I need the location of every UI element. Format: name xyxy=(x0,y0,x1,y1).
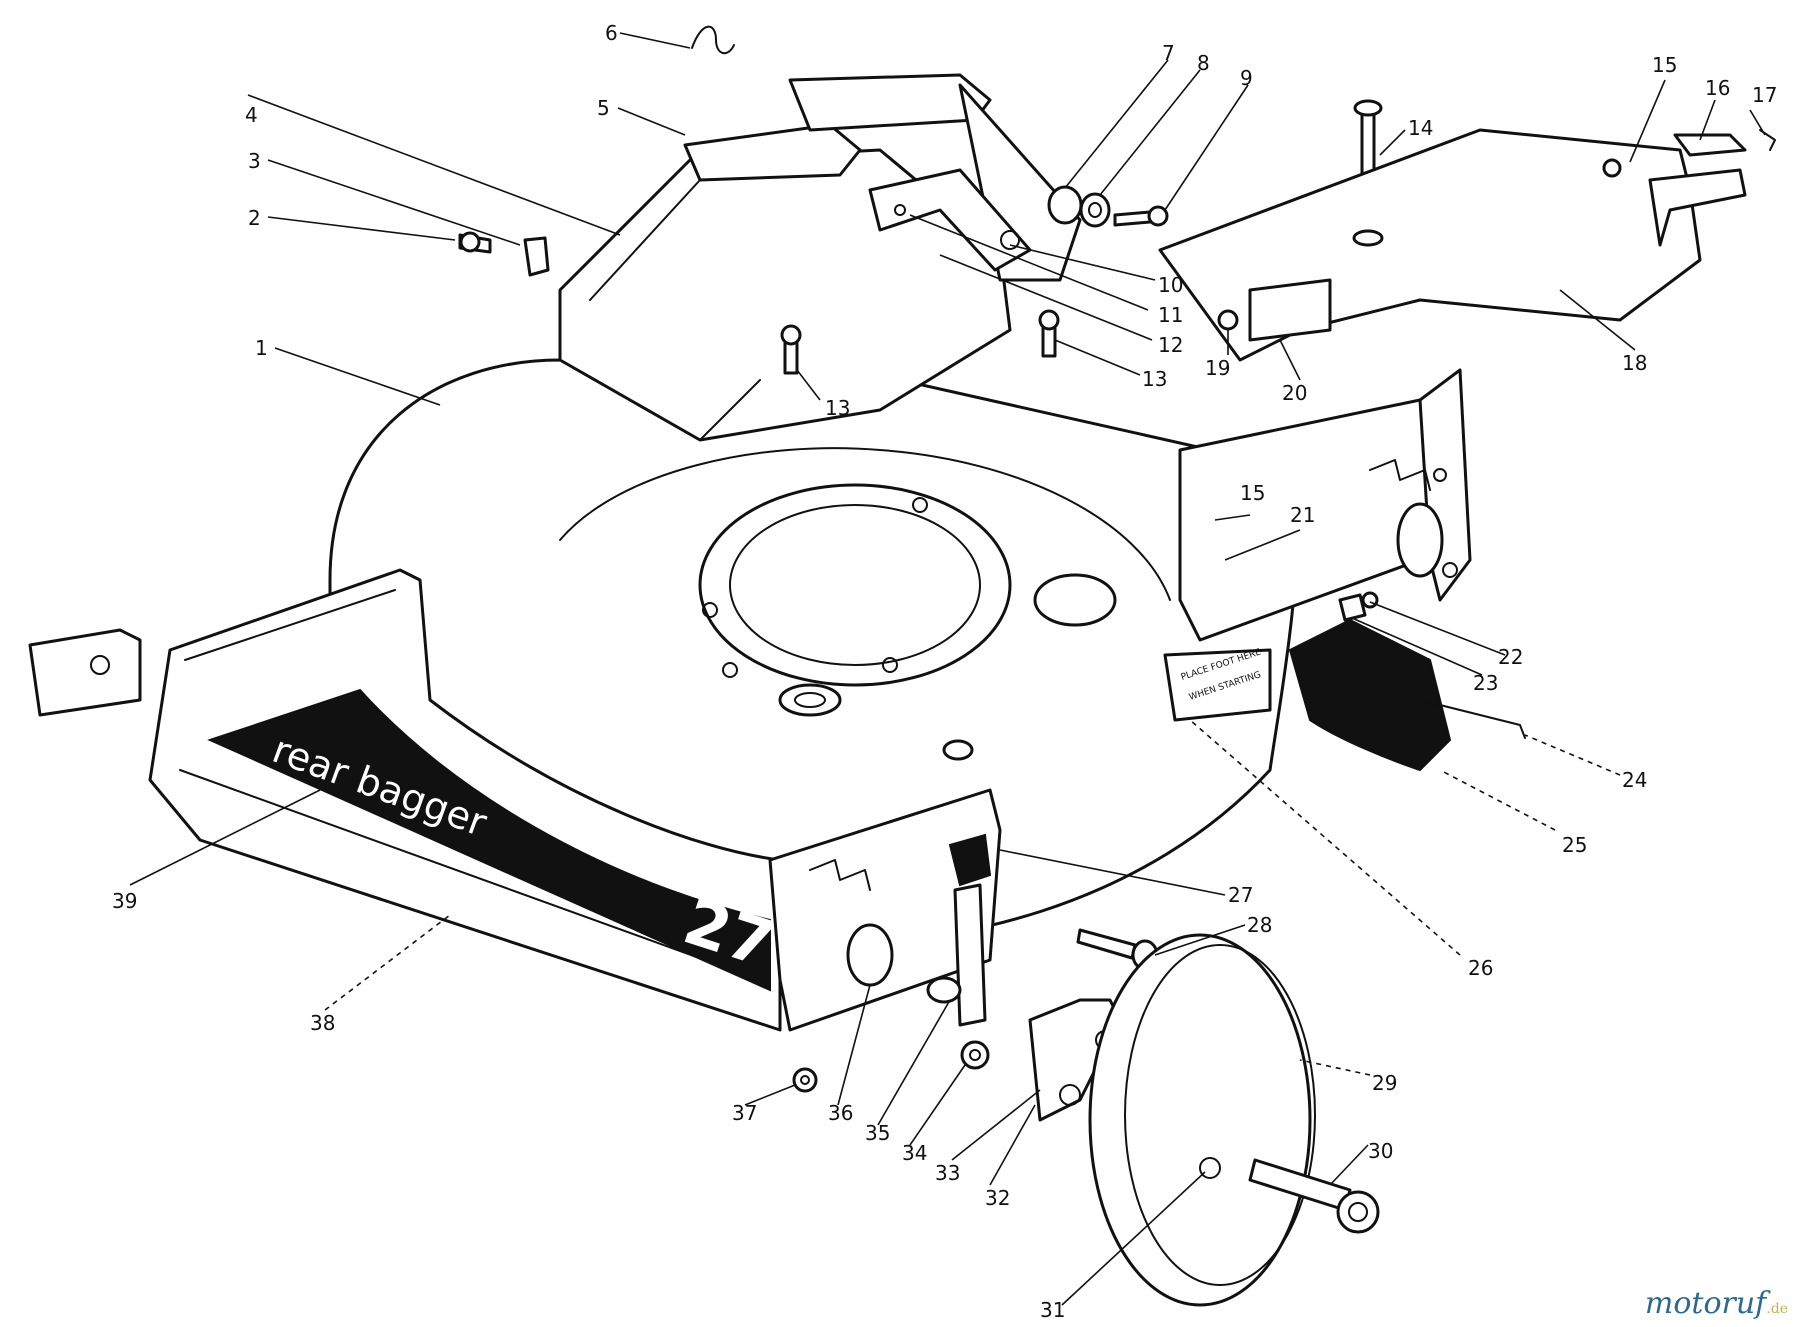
callout-16: 16 xyxy=(1705,76,1730,100)
callout-27: 27 xyxy=(1228,883,1253,907)
callout-35: 35 xyxy=(865,1121,890,1145)
callout-13b: 13 xyxy=(825,396,850,420)
callout-28: 28 xyxy=(1247,913,1272,937)
callout-4: 4 xyxy=(245,103,258,127)
callout-33: 33 xyxy=(935,1161,960,1185)
callout-31: 31 xyxy=(1040,1298,1065,1322)
callout-2: 2 xyxy=(248,206,261,230)
hinge-plate xyxy=(868,168,1032,272)
callout-30: 30 xyxy=(1368,1139,1393,1163)
callout-3: 3 xyxy=(248,149,261,173)
callout-numbers: 1 2 3 4 5 6 7 8 9 10 11 12 13 13 14 15 1… xyxy=(112,21,1777,1322)
callout-26: 26 xyxy=(1468,956,1493,980)
rear-wheel xyxy=(1088,933,1316,1307)
callout-9: 9 xyxy=(1240,66,1253,90)
watermark-text: motoruf xyxy=(1644,1286,1767,1321)
leader-lines xyxy=(129,32,1766,1306)
callout-39: 39 xyxy=(112,889,137,913)
front-height-adjuster xyxy=(768,788,1002,1032)
callout-38: 38 xyxy=(310,1011,335,1035)
callout-6: 6 xyxy=(605,21,618,45)
right-side-frame xyxy=(1178,368,1472,642)
axle-bolt xyxy=(1248,1158,1380,1234)
callout-10: 10 xyxy=(1158,273,1183,297)
callout-29: 29 xyxy=(1372,1071,1397,1095)
callout-15a: 15 xyxy=(1652,53,1677,77)
callout-21: 21 xyxy=(1290,503,1315,527)
callout-18: 18 xyxy=(1622,351,1647,375)
watermark-suffix: .de xyxy=(1766,1301,1788,1317)
callout-24: 24 xyxy=(1622,768,1647,792)
callout-25: 25 xyxy=(1562,833,1587,857)
callout-15b: 15 xyxy=(1240,481,1265,505)
callout-11: 11 xyxy=(1158,303,1183,327)
callout-13a: 13 xyxy=(1142,367,1167,391)
callout-20: 20 xyxy=(1282,381,1307,405)
callout-34: 34 xyxy=(902,1141,927,1165)
callout-37: 37 xyxy=(732,1101,757,1125)
watermark-logo: motoruf.de xyxy=(1645,1286,1788,1321)
rear-flap xyxy=(1158,128,1776,362)
callout-12: 12 xyxy=(1158,333,1183,357)
rear-skirt xyxy=(1288,618,1526,772)
foot-placement-decal: PLACE FOOT HERE WHEN STARTING xyxy=(1163,647,1272,722)
callout-19: 19 xyxy=(1205,356,1230,380)
callout-23: 23 xyxy=(1473,671,1498,695)
callout-32: 32 xyxy=(985,1186,1010,1210)
callout-7: 7 xyxy=(1162,41,1175,65)
callout-36: 36 xyxy=(828,1101,853,1125)
callout-1: 1 xyxy=(255,336,268,360)
callout-14: 14 xyxy=(1408,116,1433,140)
left-rear-bracket xyxy=(28,628,142,717)
callout-5: 5 xyxy=(597,96,610,120)
callout-8: 8 xyxy=(1197,51,1210,75)
spring-clip xyxy=(691,25,735,55)
callout-22: 22 xyxy=(1498,645,1523,669)
callout-17: 17 xyxy=(1752,83,1777,107)
